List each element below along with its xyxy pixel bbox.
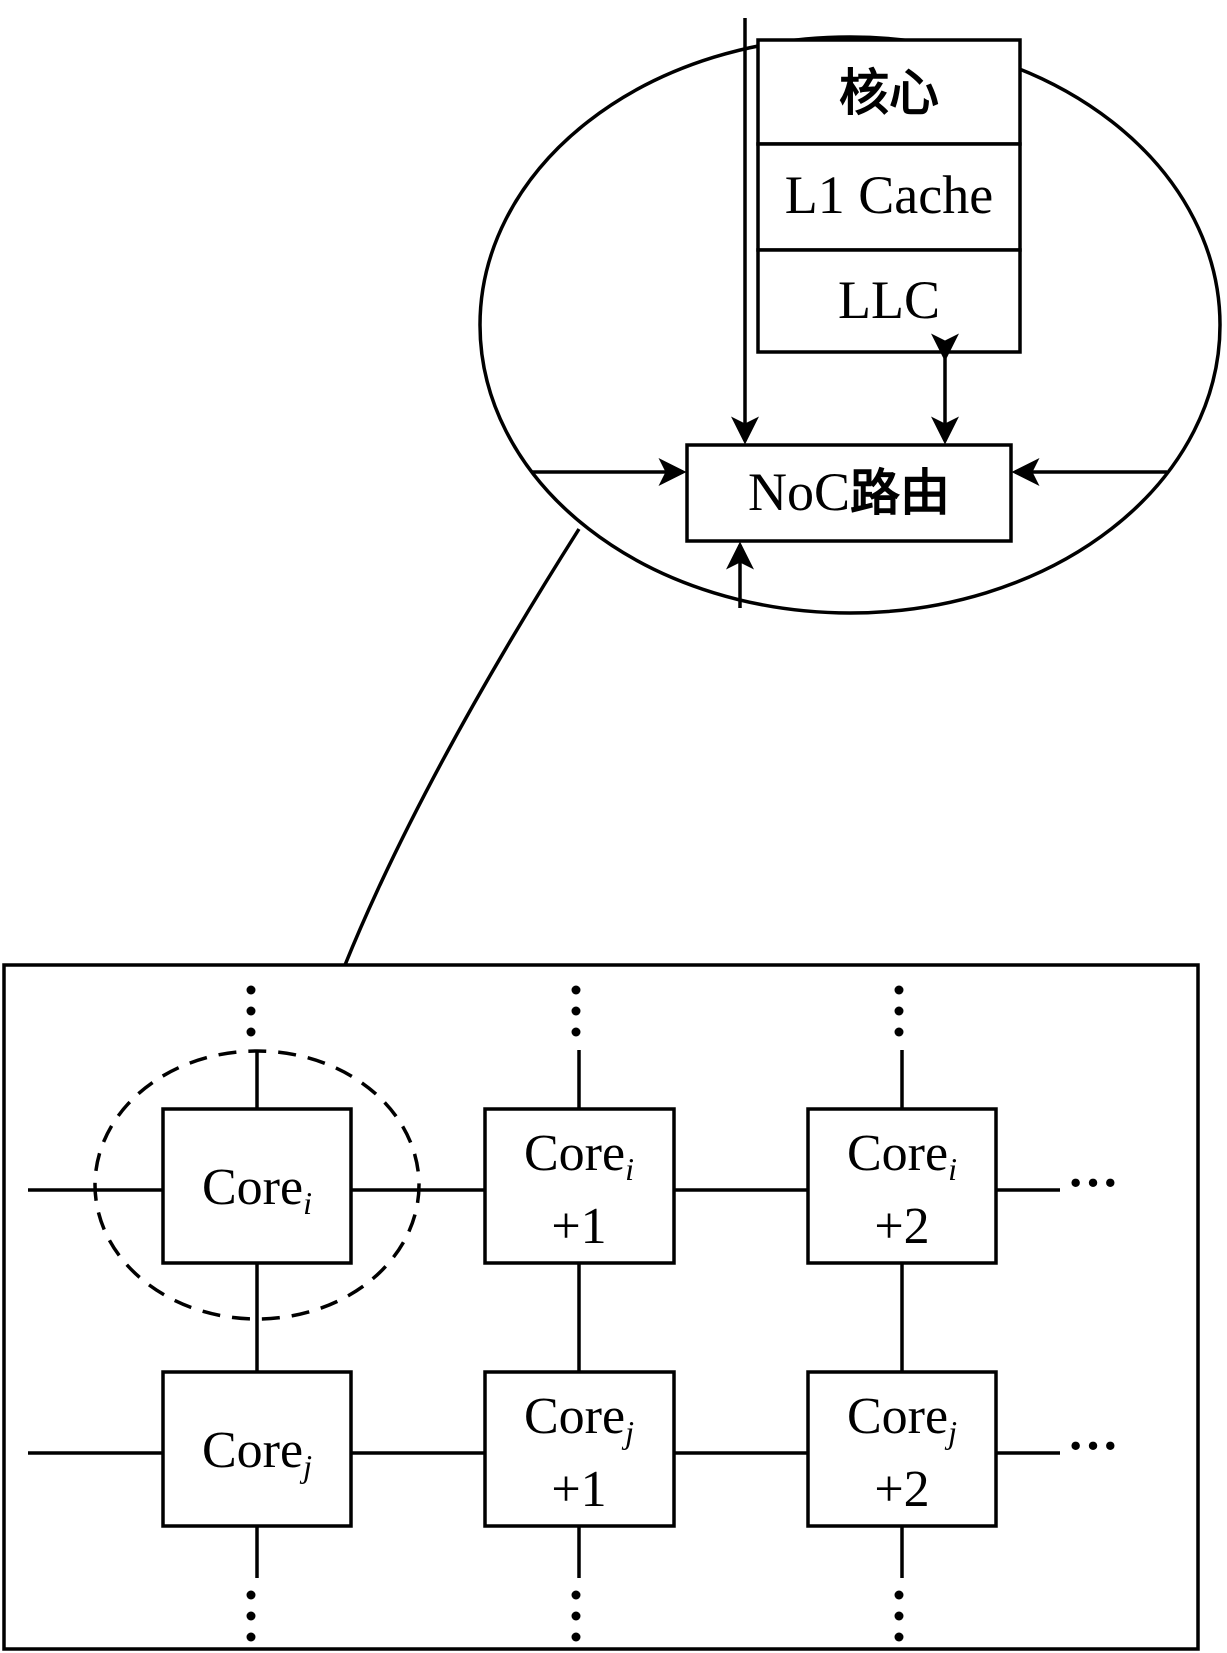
llc-label: LLC (838, 270, 940, 330)
zoom-ellipse (478, 35, 1222, 615)
core-grid: ··· ··· Corei Corei +1 Corei +2 Corej Co… (2, 963, 1200, 1651)
noc-router-box (685, 443, 1013, 543)
core-i-plus1-box (483, 1107, 676, 1265)
core-j-plus2-offset: +2 (874, 1461, 929, 1518)
core-j-plus1-box (483, 1370, 676, 1528)
l1-cache-box (756, 142, 1022, 252)
core-stack: 核心 L1 Cache LLC (756, 38, 1022, 354)
ellipsis-row2: ··· (1067, 1418, 1119, 1475)
chip-border (2, 963, 1200, 1651)
core-j-plus1-offset: +1 (551, 1461, 606, 1518)
core-i-box (161, 1107, 353, 1265)
core-i-plus2-box (806, 1107, 998, 1265)
noc-router-label: NoC路由 (748, 462, 950, 522)
core-j-box (161, 1370, 353, 1528)
vertical-dots (246, 985, 904, 1642)
zoom-connector (343, 528, 581, 966)
core-j-plus2-label: Corej (847, 1388, 957, 1450)
llc-box (756, 248, 1022, 354)
core-label: 核心 (839, 64, 939, 122)
core-i-plus2-label: Corei (847, 1125, 957, 1187)
core-j-plus1-label: Corej (524, 1388, 634, 1450)
core-i-label: Corei (202, 1159, 312, 1221)
core-j-plus2-box (806, 1370, 998, 1528)
core-i-plus2-offset: +2 (874, 1198, 929, 1255)
core-i-plus1-label: Corei (524, 1125, 634, 1187)
core-i-plus1-offset: +1 (551, 1198, 606, 1255)
core-j-label: Corej (202, 1422, 312, 1484)
l1-cache-label: L1 Cache (785, 165, 993, 225)
zoom-detail: 核心 L1 Cache LLC NoC路由 (478, 18, 1222, 615)
ellipsis-row1: ··· (1067, 1155, 1119, 1212)
